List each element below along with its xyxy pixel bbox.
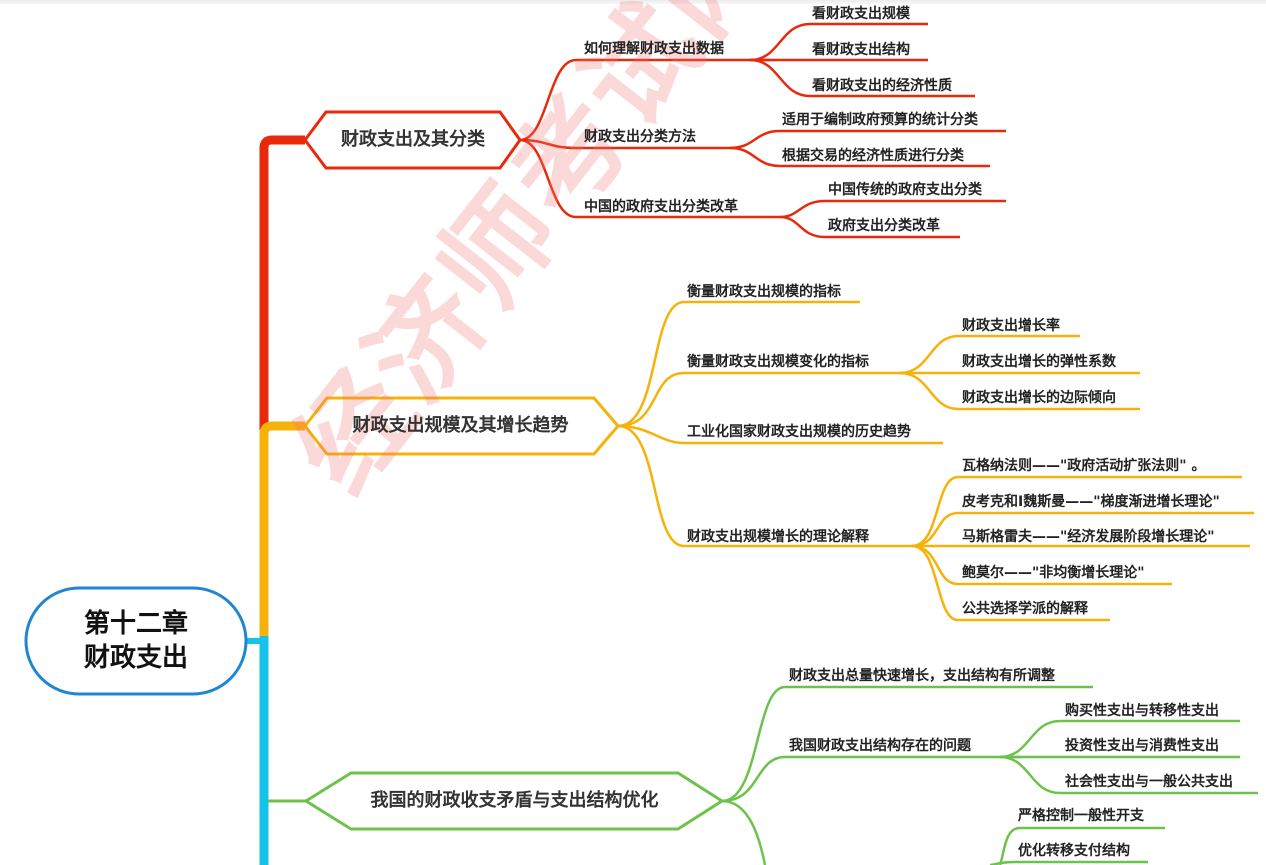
leaf-classification-reform[interactable]: 政府支出分类改革	[828, 218, 940, 234]
leaf-traditional-classification[interactable]: 中国传统的政府支出分类	[828, 182, 982, 198]
branch-node-classification[interactable]: 财政支出及其分类	[341, 129, 485, 150]
topic-understand-data[interactable]: 如何理解财政支出数据	[584, 41, 724, 57]
branch-node-structure-optimization[interactable]: 我国的财政收支矛盾与支出结构优化	[370, 790, 659, 811]
leaf-structure[interactable]: 看财政支出结构	[812, 42, 910, 58]
topic-classification-methods[interactable]: 财政支出分类方法	[584, 129, 696, 145]
leaf-scale[interactable]: 看财政支出规模	[812, 6, 910, 22]
leaf-transaction-classification[interactable]: 根据交易的经济性质进行分类	[782, 148, 964, 164]
leaf-optimize-transfer[interactable]: 优化转移支付结构	[1018, 843, 1130, 859]
topic-rapid-growth[interactable]: 财政支出总量快速增长，支出结构有所调整	[789, 668, 1055, 684]
leaf-elasticity[interactable]: 财政支出增长的弹性系数	[962, 354, 1116, 370]
root-node[interactable]: 第十二章 财政支出	[26, 588, 246, 694]
topic-scale-change-indicators[interactable]: 衡量财政支出规模变化的指标	[687, 354, 869, 370]
leaf-purchase-transfer[interactable]: 购买性支出与转移性支出	[1065, 703, 1219, 719]
window-top-edge	[0, 0, 1266, 4]
leaf-control-general-spending[interactable]: 严格控制一般性开支	[1018, 808, 1144, 824]
topic-theoretical-explanation[interactable]: 财政支出规模增长的理论解释	[687, 529, 869, 545]
root-node-shape	[24, 586, 248, 696]
topic-scale-indicators[interactable]: 衡量财政支出规模的指标	[687, 284, 841, 300]
leaf-growth-rate[interactable]: 财政支出增长率	[962, 318, 1060, 334]
leaf-marginal-propensity[interactable]: 财政支出增长的边际倾向	[962, 390, 1116, 406]
root-title-line2: 财政支出	[83, 643, 188, 673]
topic-china-reform[interactable]: 中国的政府支出分类改革	[584, 199, 738, 215]
branch-node-scale-trend[interactable]: 财政支出规模及其增长趋势	[352, 415, 569, 436]
topic-historical-trend[interactable]: 工业化国家财政支出规模的历史趋势	[687, 424, 911, 440]
leaf-wagner-law[interactable]: 瓦格纳法则——"政府活动扩张法则" 。	[962, 458, 1206, 474]
leaf-social-public[interactable]: 社会性支出与一般公共支出	[1065, 774, 1233, 790]
leaf-economic-nature[interactable]: 看财政支出的经济性质	[812, 78, 952, 94]
topic-structure-problems[interactable]: 我国财政支出结构存在的问题	[789, 738, 971, 754]
leaf-baumol[interactable]: 鲍莫尔——"非均衡增长理论"	[962, 565, 1145, 581]
leaf-investment-consumption[interactable]: 投资性支出与消费性支出	[1065, 738, 1219, 754]
leaf-public-choice[interactable]: 公共选择学派的解释	[962, 601, 1088, 617]
leaf-peacock-wiseman[interactable]: 皮考克和I魏斯曼——"梯度渐进增长理论"	[962, 494, 1220, 510]
leaf-statistical-classification[interactable]: 适用于编制政府预算的统计分类	[782, 112, 978, 128]
root-title-line1: 第十二章	[83, 609, 188, 639]
leaf-musgrave[interactable]: 马斯格雷夫——"经济发展阶段增长理论"	[962, 529, 1215, 545]
